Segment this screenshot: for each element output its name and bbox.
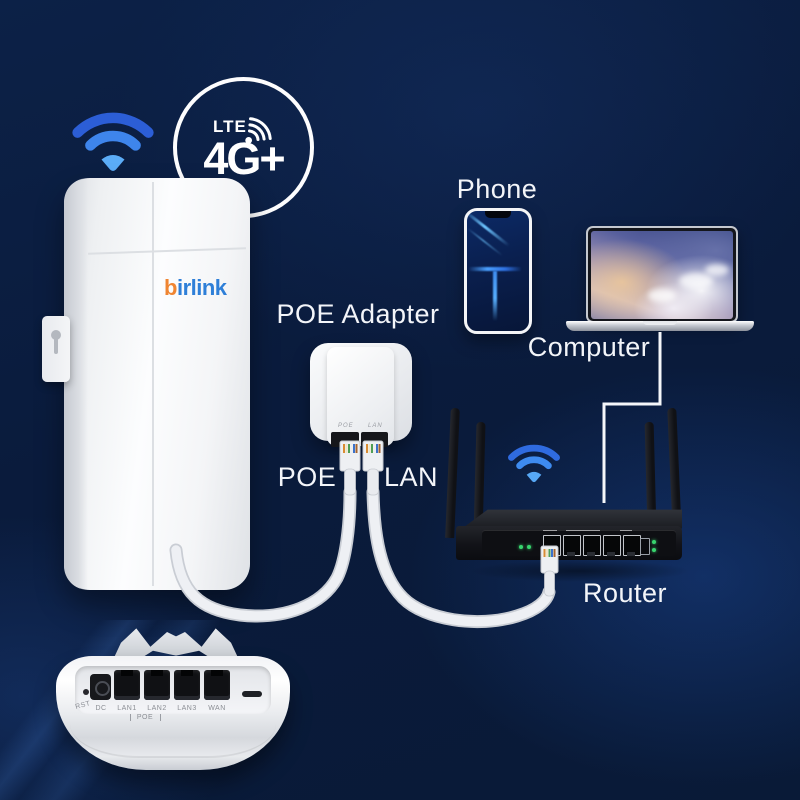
status-led [519, 545, 523, 549]
lan2-label: LAN2 [147, 705, 167, 712]
router-antenna [445, 407, 460, 539]
phone-notch [485, 211, 511, 218]
status-led [652, 540, 656, 544]
adapter-lan-port [361, 432, 388, 447]
dc-label: DC [95, 705, 107, 712]
lan3-label: LAN3 [177, 705, 197, 712]
laptop-base-notch [643, 321, 677, 325]
cpe-device: birlink [42, 178, 250, 590]
phone-wallpaper-streak [469, 267, 521, 271]
wan-label: WAN [208, 705, 226, 712]
router-port-lan [563, 535, 581, 556]
router-port-marking [620, 530, 632, 531]
status-led [527, 545, 531, 549]
sim-slot [242, 691, 262, 697]
bottom-port-lan3 [174, 670, 200, 700]
phone-wallpaper-streak [493, 271, 497, 321]
lan1-label: LAN1 [117, 705, 137, 712]
adapter-front [327, 347, 394, 446]
usb-port [640, 538, 650, 555]
router-label: Router [582, 578, 668, 608]
poe-bracket-mark [130, 714, 131, 721]
keyhole [51, 330, 61, 340]
laptop-screen [586, 226, 738, 323]
cloud [679, 273, 714, 290]
laptop-base [566, 321, 754, 331]
router-port-lan [583, 535, 601, 556]
router-top-face [462, 509, 682, 528]
poe-cable-label: POE [277, 462, 337, 492]
router-port-marking [543, 530, 557, 531]
phone-device [464, 208, 532, 334]
status-led [652, 548, 656, 552]
poe-adapter-label: POE Adapter [276, 299, 440, 329]
poe-adapter-device: POE LAN [310, 341, 412, 451]
bottom-case-lip [70, 690, 276, 758]
lte-4g-badge: LTE 4G+ [173, 77, 314, 218]
wifi-icon [72, 112, 154, 171]
lte-label: LTE [213, 117, 247, 136]
cloud [704, 264, 729, 277]
dc-jack [90, 674, 111, 700]
adapter-poe-port-label: POE [338, 423, 354, 429]
poe-bracket-mark [160, 714, 161, 721]
poe-span-label: POE [136, 714, 154, 721]
lan-cable-label: LAN [383, 462, 439, 492]
router-port-marking [566, 530, 600, 531]
badge-wifi-icon [245, 117, 272, 144]
computer-label: Computer [527, 332, 651, 362]
brand-logo: birlink [164, 275, 227, 300]
reset-button [83, 689, 89, 695]
laptop-wallpaper [591, 231, 733, 319]
phone-wallpaper-streak [467, 227, 503, 257]
keyhole-slot [54, 338, 58, 354]
router-port-lan [623, 535, 641, 556]
cpe-seam [152, 182, 154, 586]
cloud [647, 289, 676, 303]
mount-bracket [42, 316, 70, 382]
cpe-bottom-view: RST DC LAN1 LAN2 LAN3 WAN POE [56, 656, 290, 770]
router-port-wan [543, 535, 561, 556]
adapter-port-strip: POE LAN [329, 423, 392, 449]
phone-label: Phone [456, 174, 538, 204]
cpe-seam [88, 247, 246, 255]
adapter-lan-port-label: LAN [368, 423, 383, 429]
bottom-port-lan2 [144, 670, 170, 700]
router-port-lan [603, 535, 621, 556]
wifi-icon [508, 444, 560, 483]
cpe-left-face [64, 178, 88, 590]
bottom-port-lan1 [114, 670, 140, 700]
4g-label: 4G+ [203, 133, 285, 184]
bottom-port-wan [204, 670, 230, 700]
adapter-poe-port [331, 432, 359, 447]
